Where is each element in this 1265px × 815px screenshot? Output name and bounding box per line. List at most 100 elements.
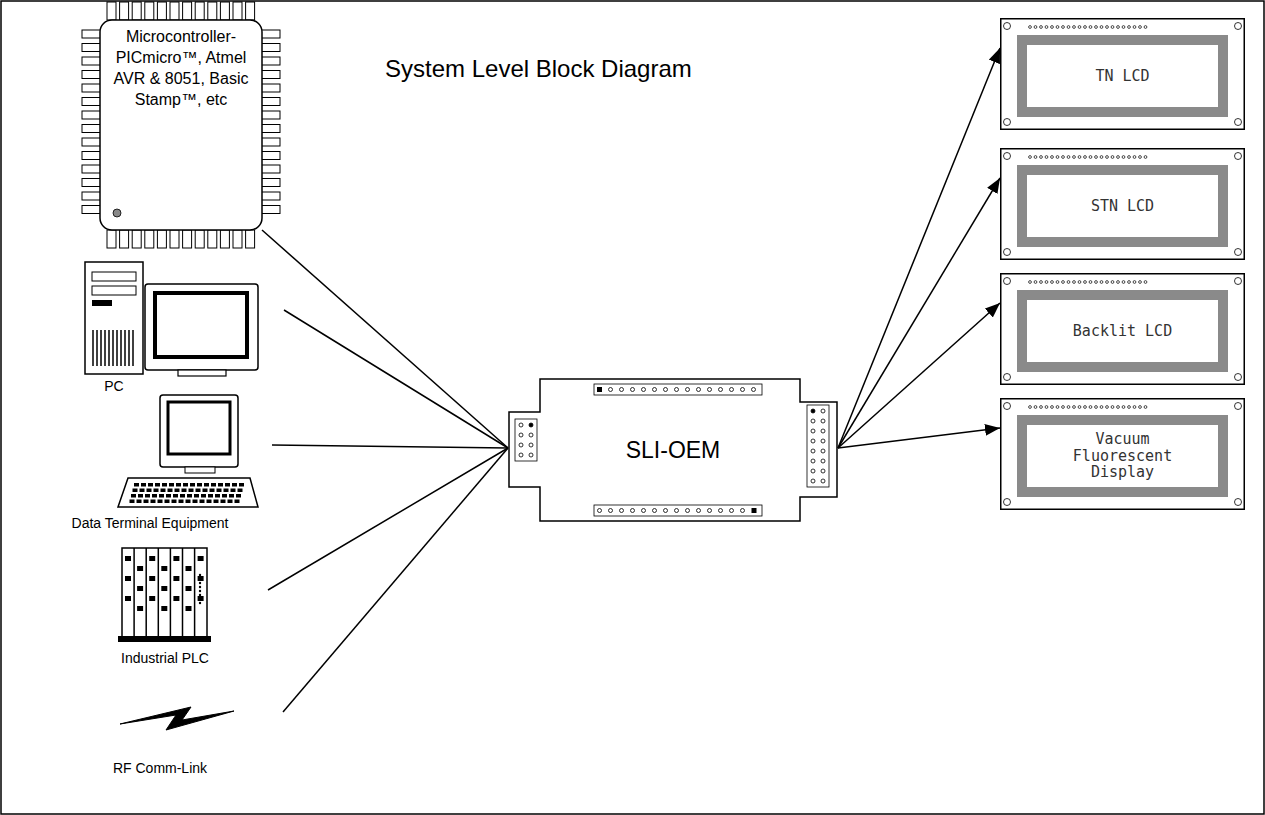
pin-header: [515, 419, 537, 461]
terminal-icon: [218, 483, 223, 487]
display-frame-part: [1029, 406, 1032, 409]
pin-header: [664, 509, 668, 513]
display-frame-part: [1067, 406, 1070, 409]
display-frame-part: [1001, 274, 1245, 385]
plc-icon: [199, 586, 201, 588]
terminal-icon: [229, 494, 234, 498]
pin-header: [598, 509, 602, 513]
pin-header: [529, 453, 533, 457]
chip-pins: [120, 2, 129, 20]
terminal-icon: [144, 500, 149, 504]
terminal-icon: [176, 483, 181, 487]
display-frame-part: [1040, 281, 1043, 284]
terminal-icon: [185, 467, 215, 473]
terminal-icon: [189, 489, 194, 493]
chip-pins: [132, 2, 141, 20]
device-label: PC: [104, 378, 123, 394]
chip-pins: [260, 111, 280, 119]
terminal-icon: [215, 494, 220, 498]
terminal-icon: [222, 494, 227, 498]
terminal-icon: [133, 489, 138, 493]
pin-header: [811, 429, 815, 433]
display-frame-part: [1139, 26, 1142, 29]
chip-pins: [260, 206, 280, 214]
terminal-icon: [131, 494, 136, 498]
node-label: Microcontroller- PICmicro™, Atmel AVR & …: [110, 26, 252, 110]
display-label: STN LCD: [1091, 198, 1154, 215]
display-frame-part: [1073, 281, 1076, 284]
pin-header: [686, 388, 690, 392]
display-frame-part: [1139, 281, 1142, 284]
pc-icon: [108, 330, 110, 366]
pc-icon: [85, 262, 143, 374]
display-frame-part: [1034, 26, 1037, 29]
chip-pins: [220, 2, 229, 20]
display-frame-part: [1235, 499, 1242, 506]
connector-line: [262, 230, 508, 448]
plc-icon: [158, 548, 160, 636]
chip-pins: [170, 2, 179, 20]
chip-pins: [82, 2, 280, 248]
pc-icon: [120, 330, 122, 366]
chip-pins: [260, 192, 280, 200]
plc-icon: [161, 606, 167, 611]
display-frame-part: [1073, 156, 1076, 159]
display-frame-part: [1062, 26, 1065, 29]
pc-icon: [92, 300, 112, 306]
terminal-icon: [130, 483, 245, 503]
display-frame-part: [1133, 406, 1136, 409]
pin-header: [519, 433, 523, 437]
display-label: Backlit LCD: [1073, 323, 1172, 340]
pin-header: [752, 508, 757, 513]
plc-icon: [199, 598, 201, 600]
pin-header: [529, 443, 533, 447]
chip-dot: [113, 209, 121, 217]
terminal-icon: [162, 483, 167, 487]
terminal-icon: [235, 500, 240, 504]
terminal-icon: [214, 500, 219, 504]
display-frame-part: [1235, 374, 1242, 381]
display-frame-part: [1122, 26, 1125, 29]
pin-header: [719, 509, 723, 513]
chip-pins: [145, 230, 154, 248]
chip-pins: [233, 2, 242, 20]
pc-icon: [92, 272, 136, 281]
terminal-icon: [130, 500, 135, 504]
device-icon: Data Terminal Equipment: [65, 390, 272, 535]
chip-pins: [82, 179, 102, 187]
plc-icon: [199, 582, 201, 584]
display-frame-part: [1034, 281, 1037, 284]
terminal-icon: [182, 489, 187, 493]
terminal-icon: [187, 494, 192, 498]
connector-line: [284, 310, 508, 448]
terminal-icon: [155, 483, 160, 487]
chip-body: [100, 20, 262, 230]
display-frame-part: [1100, 26, 1103, 29]
display-frame-part: [1117, 281, 1120, 284]
display-frame-part: [1022, 170, 1223, 242]
pin-header: [675, 509, 679, 513]
terminal-icon: [134, 483, 139, 487]
display-frame-part: [1056, 406, 1059, 409]
pin-header: [597, 387, 602, 392]
display-module: TN LCD: [1000, 18, 1245, 130]
chip-pins: [260, 125, 280, 133]
device-label: Data Terminal Equipment: [72, 515, 229, 531]
terminal-icon: [159, 494, 164, 498]
display-frame-part: [1095, 281, 1098, 284]
pin-header: [807, 405, 829, 487]
display-module: Backlit LCD: [1000, 273, 1245, 385]
terminal-icon: [145, 494, 150, 498]
pin-header: [821, 419, 825, 423]
display-frame-part: [1051, 156, 1054, 159]
pin-header: [821, 459, 825, 463]
plc-icon: [161, 566, 167, 571]
terminal-icon: [201, 494, 206, 498]
board-label: SLI-OEM: [626, 437, 721, 464]
display-label: TN LCD: [1095, 68, 1149, 85]
plc-icon: [137, 586, 143, 591]
terminal-icon: [169, 483, 174, 487]
pc-icon: [132, 330, 134, 366]
display-frame-part: [1051, 26, 1054, 29]
display-module: STN LCD: [1000, 148, 1245, 260]
